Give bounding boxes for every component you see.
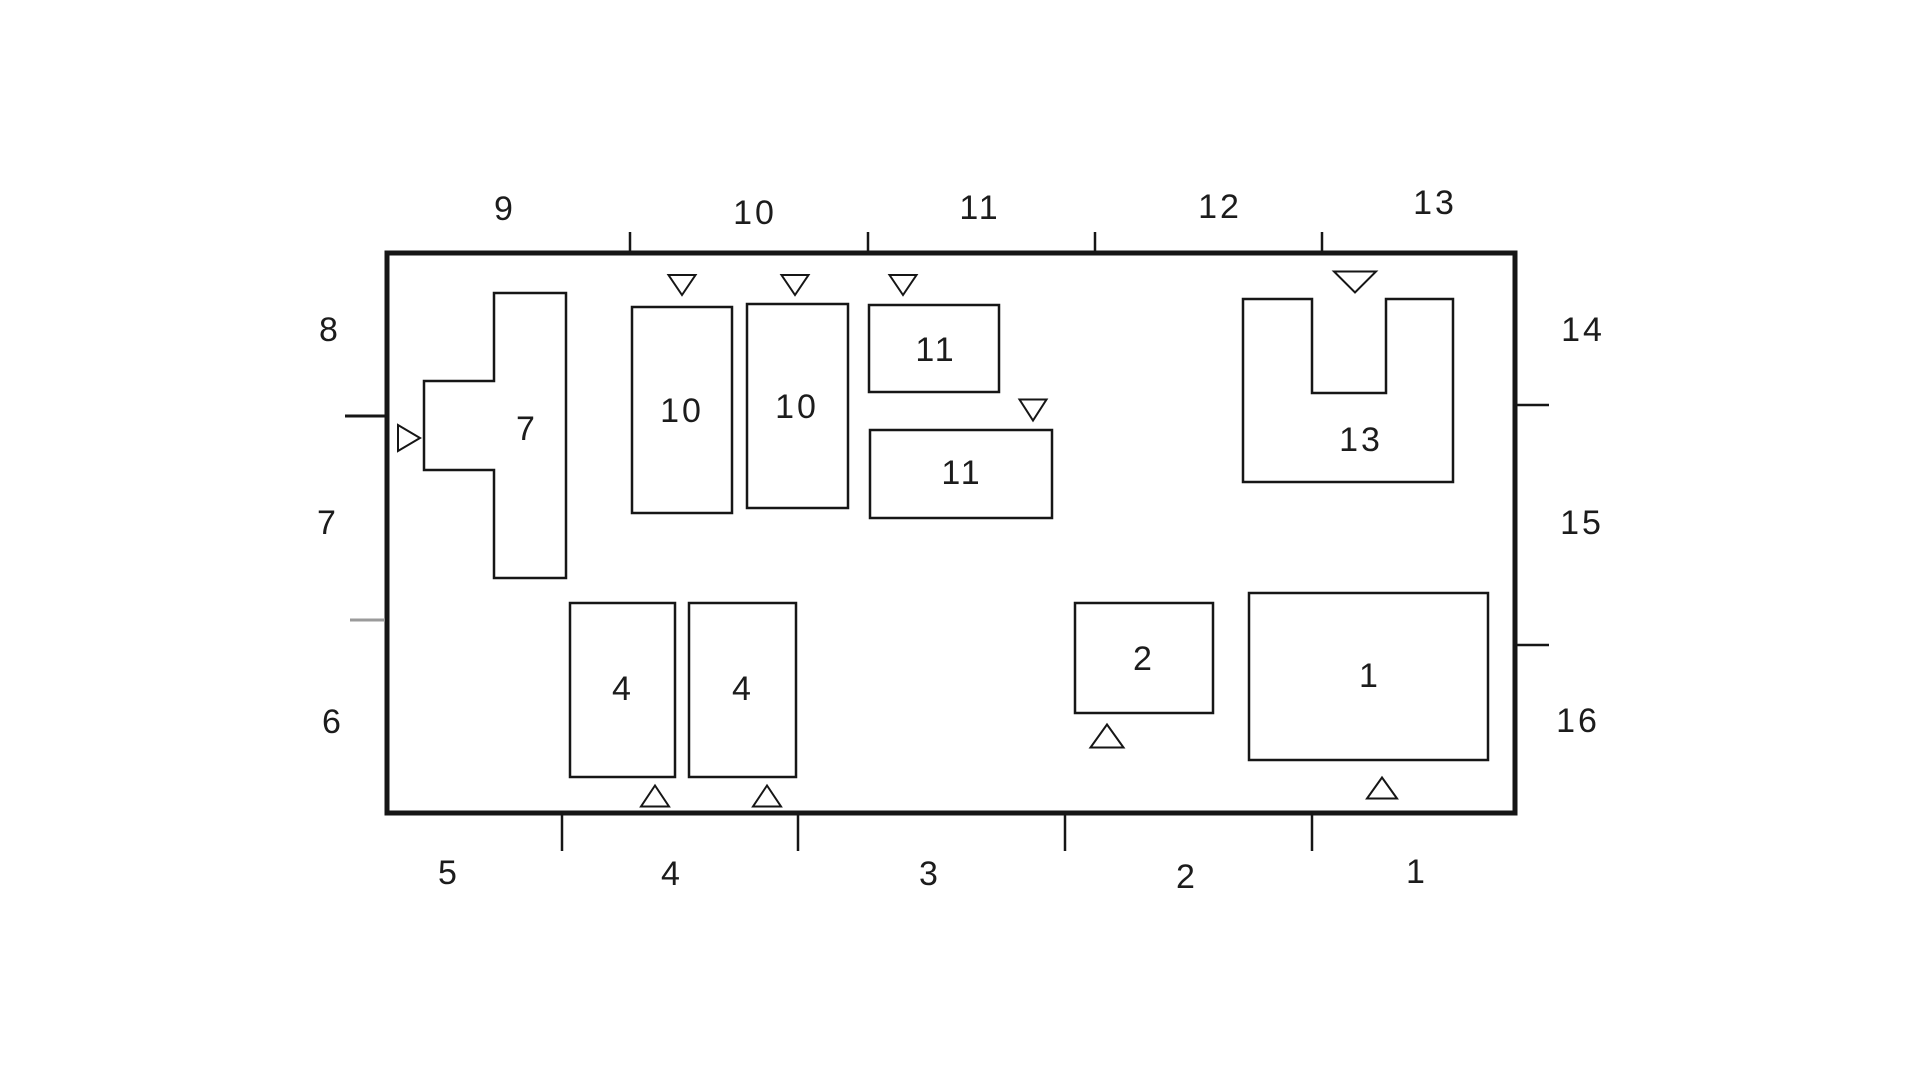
shape-label-unit-7: 7 [516, 410, 538, 448]
triangle-up-icon-5 [639, 783, 671, 808]
perimeter-label-top-12: 12 [1198, 188, 1242, 226]
shape-unit-4a [568, 601, 677, 779]
triangle-down-icon-0 [666, 274, 698, 297]
perimeter-label-top-9: 9 [494, 190, 516, 228]
shape-unit-10b [745, 302, 850, 510]
shape-label-unit-4a: 4 [612, 670, 634, 708]
shape-label-unit-11b: 11 [941, 454, 982, 492]
perimeter-label-top-13: 13 [1413, 184, 1457, 222]
perimeter-label-left-7: 7 [317, 504, 339, 542]
shape-unit-11b [868, 428, 1054, 520]
shape-label-unit-11a: 11 [915, 331, 956, 369]
shape-label-unit-1: 1 [1359, 657, 1381, 695]
perimeter-label-right-15: 15 [1560, 504, 1604, 542]
perimeter-label-bottom-2: 2 [1176, 858, 1198, 896]
shape-label-unit-10b: 10 [775, 388, 819, 426]
perimeter-label-bottom-1: 1 [1406, 853, 1428, 891]
triangle-up-icon-8 [1365, 775, 1399, 800]
shape-label-unit-13: 13 [1339, 421, 1383, 459]
perimeter-label-right-16: 16 [1556, 702, 1600, 740]
shape-unit-2 [1073, 601, 1215, 715]
shape-unit-4b [687, 601, 798, 779]
triangle-up-icon-7 [1088, 722, 1126, 749]
triangle-down-icon-3 [1017, 398, 1049, 423]
shape-unit-7 [422, 291, 568, 580]
shape-label-unit-2: 2 [1133, 640, 1155, 678]
perimeter-label-top-11: 11 [959, 189, 1000, 227]
perimeter-label-bottom-3: 3 [919, 855, 941, 893]
triangle-down-icon-4 [1331, 270, 1379, 294]
perimeter-label-left-8: 8 [319, 311, 341, 349]
perimeter-label-top-10: 10 [733, 194, 777, 232]
shape-unit-13 [1241, 297, 1455, 484]
triangle-down-icon-1 [779, 274, 811, 297]
perimeter-label-bottom-5: 5 [438, 854, 460, 892]
shape-unit-11a [867, 303, 1001, 394]
shape-unit-10a [630, 305, 734, 515]
shape-label-unit-10a: 10 [660, 392, 704, 430]
shape-unit-1 [1247, 591, 1490, 762]
triangle-up-icon-6 [751, 783, 783, 808]
perimeter-label-left-6: 6 [322, 703, 344, 741]
triangle-down-icon-2 [887, 274, 919, 297]
perimeter-label-bottom-4: 4 [661, 855, 683, 893]
perimeter-label-right-14: 14 [1561, 311, 1605, 349]
triangle-right-icon-9 [397, 423, 422, 453]
shape-label-unit-4b: 4 [732, 670, 754, 708]
